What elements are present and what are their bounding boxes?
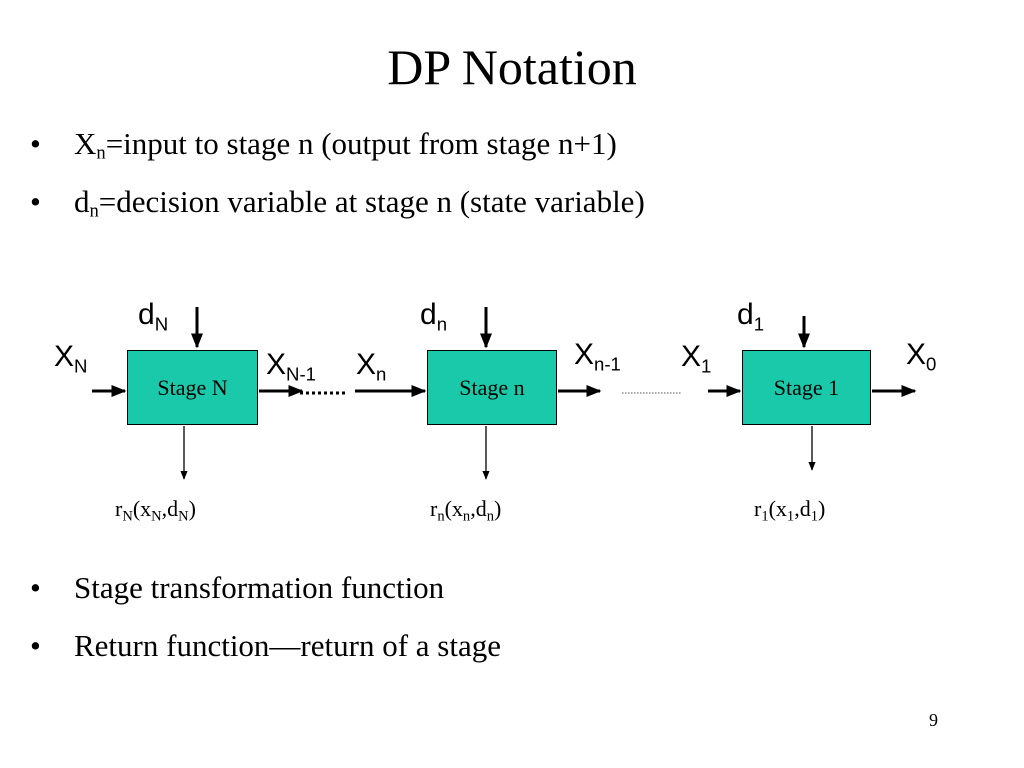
bullet-item: • dn=decision variable at stage n (state…	[30, 184, 645, 242]
decision-subscript: N	[154, 313, 169, 335]
bullet-text: =input to stage n (output from stage n+1…	[105, 126, 617, 161]
decision-symbol: d	[138, 298, 155, 331]
bullet-dot: •	[30, 184, 41, 219]
decision-label-stage-n: dn	[420, 298, 447, 334]
return-subscript: N	[122, 508, 133, 525]
stage-n-label: Stage n	[459, 374, 525, 400]
state-symbol: X	[266, 348, 287, 381]
return-arg: (x	[132, 496, 152, 521]
stage-N-label: Stage N	[157, 374, 228, 400]
state-subscript: n	[376, 363, 387, 385]
input-label-stage-1: X1	[681, 340, 711, 376]
output-label-stage-n: Xn-1	[574, 338, 621, 374]
return-subscript: n	[486, 508, 494, 525]
bullet-symbol: d	[74, 184, 90, 219]
input-label-stage-N: XN	[54, 340, 87, 376]
return-subscript: N	[151, 508, 162, 525]
decision-symbol: d	[737, 298, 754, 331]
state-subscript: N-1	[286, 363, 316, 385]
page-number: 9	[929, 710, 938, 730]
stage-1-box: Stage 1	[742, 350, 871, 425]
stage-n-box: Stage n	[427, 350, 557, 425]
decision-label-stage-1: d1	[737, 298, 764, 334]
return-arg: ,d	[161, 496, 179, 521]
function-list: • Stage transformation function • Return…	[30, 570, 501, 686]
bullet-item: • Xn=input to stage n (output from stage…	[30, 126, 645, 184]
state-symbol: X	[54, 340, 75, 373]
bullet-symbol: X	[74, 126, 97, 161]
output-label-stage-1: X0	[906, 338, 936, 374]
return-subscript: n	[462, 508, 471, 525]
state-subscript: 1	[701, 355, 712, 377]
output-label-stage-N: XN-1	[266, 348, 316, 384]
bullet-item: • Return function—return of a stage	[30, 628, 501, 686]
definition-list: • Xn=input to stage n (output from stage…	[30, 126, 645, 242]
bullet-dot: •	[30, 126, 41, 161]
decision-subscript: n	[436, 313, 448, 335]
stage-1-label: Stage 1	[773, 374, 840, 400]
state-symbol: X	[356, 348, 377, 381]
return-label-stage-n: rn(xn,dn)	[430, 496, 502, 524]
bullet-dot: •	[30, 570, 41, 605]
state-subscript: 0	[926, 353, 937, 375]
return-arg: ,d	[794, 496, 811, 521]
bullet-item: • Stage transformation function	[30, 570, 501, 628]
return-arg: (x	[768, 496, 787, 521]
return-subscript: 1	[761, 508, 769, 525]
return-symbol: r	[115, 496, 123, 521]
return-label-stage-1: r1(x1,d1)	[754, 496, 826, 524]
stage-N-box: Stage N	[127, 350, 258, 425]
decision-symbol: d	[420, 298, 437, 331]
decision-subscript: 1	[753, 313, 765, 335]
return-arg: )	[188, 496, 196, 521]
slide-title: DP Notation	[387, 39, 637, 95]
state-symbol: X	[906, 338, 927, 371]
return-label-stage-N: rN(xN,dN)	[115, 496, 196, 524]
return-symbol: r	[754, 496, 762, 521]
bullet-text: Stage transformation function	[74, 570, 445, 605]
return-subscript: n	[437, 508, 445, 525]
return-arg: ,d	[470, 496, 487, 521]
state-subscript: n-1	[594, 353, 621, 375]
bullet-text: =decision variable at stage n (state var…	[98, 184, 645, 219]
state-symbol: X	[574, 338, 595, 371]
state-subscript: N	[74, 355, 88, 377]
return-subscript: 1	[810, 508, 818, 525]
state-symbol: X	[681, 340, 702, 373]
decision-label-stage-N: dN	[138, 298, 168, 334]
bullet-dot: •	[30, 628, 41, 663]
bullet-subscript: n	[96, 142, 106, 164]
return-symbol: r	[430, 496, 438, 521]
return-arg: )	[493, 496, 502, 521]
bullet-subscript: n	[89, 200, 99, 222]
input-label-stage-n: Xn	[356, 348, 386, 384]
bullet-text: Return function—return of a stage	[74, 628, 501, 663]
return-subscript: N	[178, 508, 189, 525]
return-arg: (x	[444, 496, 463, 521]
return-arg: )	[817, 496, 826, 521]
return-subscript: 1	[786, 508, 795, 525]
